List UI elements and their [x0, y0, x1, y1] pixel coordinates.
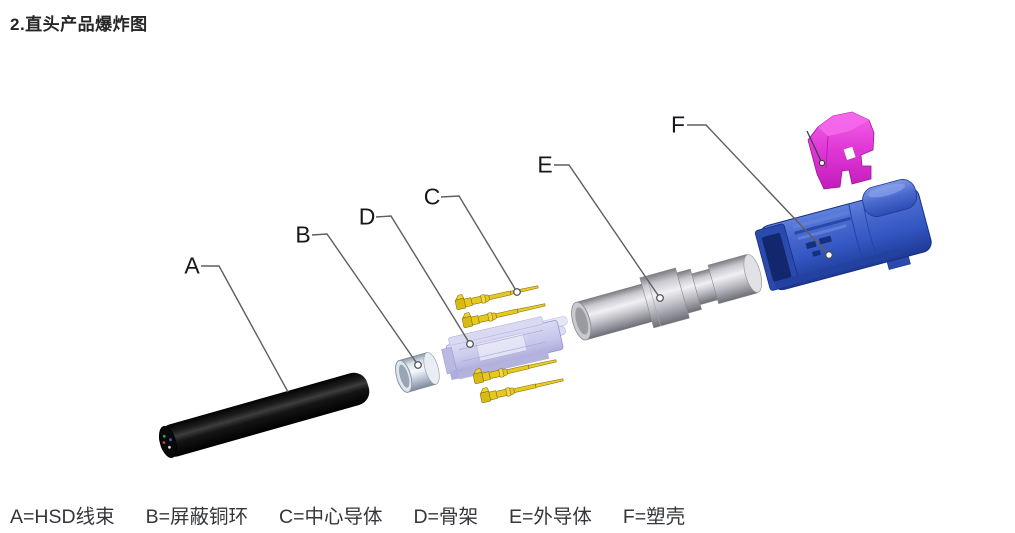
- callout-label-c: C: [423, 183, 441, 210]
- legend-item-e: E=外导体: [508, 506, 592, 528]
- legend-item-b: B=屏蔽铜环: [145, 506, 248, 528]
- leader-lines: [201, 124, 830, 393]
- callout-label-f: F: [670, 111, 686, 138]
- legend-item-c: C=中心导体: [278, 506, 383, 528]
- callout-label-b: B: [295, 221, 311, 248]
- legend-item-f: F=塑壳: [622, 506, 686, 528]
- legend: A=HSD线束 B=屏蔽铜环 C=中心导体 D=骨架 E=外导体 F=塑壳: [10, 500, 685, 529]
- part-housing-f: [754, 179, 932, 291]
- part-skeleton-d: [441, 316, 568, 381]
- legend-item-a: A=HSD线束: [10, 506, 115, 528]
- callout-label-e: E: [537, 151, 553, 178]
- callout-label-a: A: [184, 252, 200, 279]
- callout-label-d: D: [358, 203, 376, 230]
- leader-endpoints: [414, 251, 833, 369]
- part-cable-a: [159, 372, 370, 459]
- part-outer-conductor-e: [571, 254, 763, 341]
- page-title: 2.直头产品爆炸图: [10, 15, 148, 34]
- legend-item-d: D=骨架: [413, 506, 478, 528]
- part-shield-ring-b: [395, 352, 440, 393]
- part-lock-cover: [806, 111, 875, 190]
- exploded-diagram: [159, 111, 932, 459]
- exploded-view-figure: A B C D E F: [0, 40, 1015, 490]
